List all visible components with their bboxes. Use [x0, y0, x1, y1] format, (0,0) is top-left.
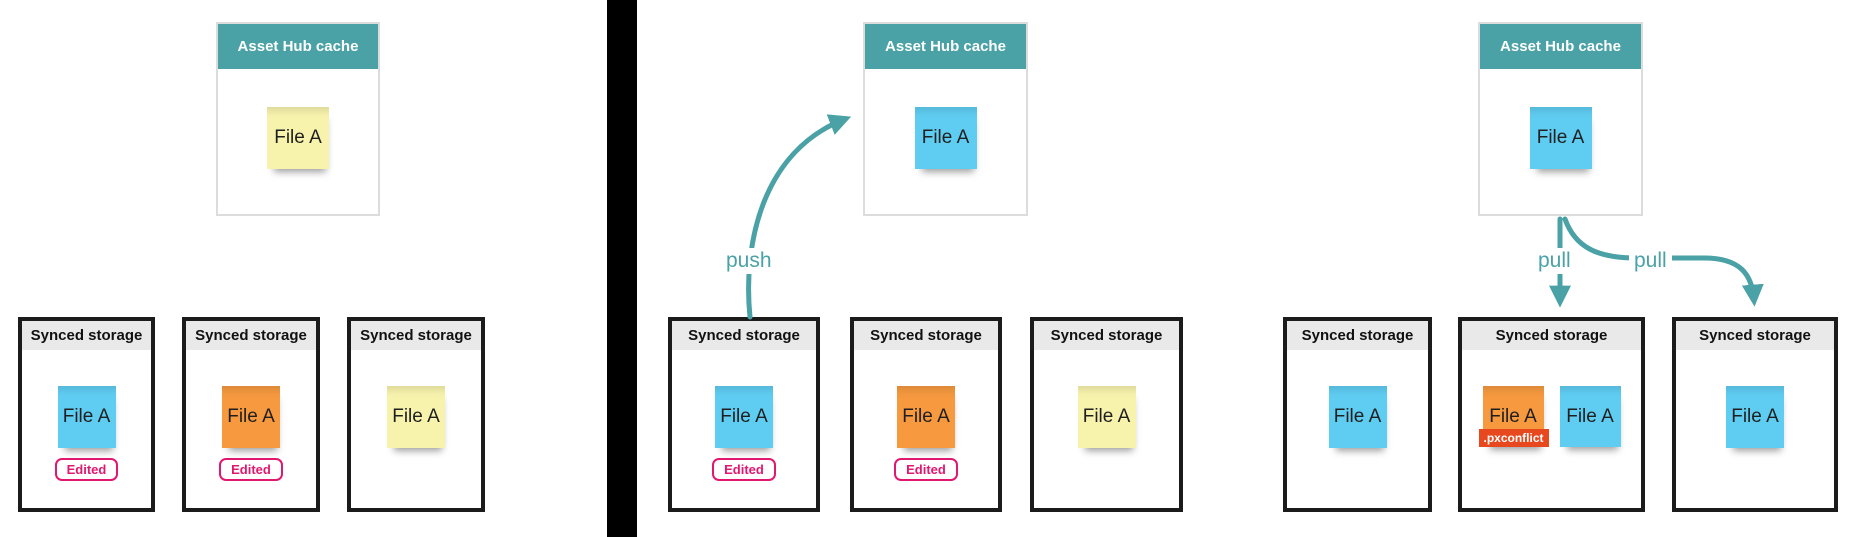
- storage-title: Synced storage: [1495, 327, 1608, 344]
- pxconflict-tag: .pxconflict: [1478, 429, 1549, 447]
- storage-header: Synced storage: [672, 321, 816, 350]
- storage-title: Synced storage: [1699, 327, 1811, 344]
- storage-title: Synced storage: [195, 327, 307, 344]
- sticky-note-file: File A: [387, 386, 445, 448]
- asset-hub-cache-box: Asset Hub cache File A: [863, 22, 1028, 216]
- storage-header: Synced storage: [854, 321, 998, 350]
- synced-storage-box: Synced storage File A Edited: [18, 317, 155, 512]
- storage-title: Synced storage: [870, 327, 982, 344]
- asset-hub-cache-box: Asset Hub cache File A: [1478, 22, 1643, 216]
- cache-body: File A: [1480, 69, 1641, 214]
- storage-title: Synced storage: [1301, 327, 1414, 344]
- synced-storage-box: Synced storage File A: [1672, 317, 1838, 512]
- storage-title: Synced storage: [360, 327, 472, 344]
- storage-header: Synced storage: [1034, 321, 1179, 350]
- synced-storage-box-conflict: Synced storage File A .pxconflict File A: [1458, 317, 1645, 512]
- cache-title: Asset Hub cache: [237, 38, 359, 55]
- cache-header: Asset Hub cache: [865, 24, 1026, 69]
- asset-hub-cache-box: Asset Hub cache File A: [216, 22, 380, 216]
- storage-body: File A .pxconflict File A: [1462, 350, 1641, 508]
- storage-body: File A: [1676, 350, 1834, 508]
- sticky-note-file: File A: [57, 386, 116, 448]
- cache-header: Asset Hub cache: [218, 24, 378, 69]
- synced-storage-box: Synced storage File A Edited: [182, 317, 320, 512]
- pull-arrow-label: pull: [1533, 248, 1576, 274]
- storage-body: File A Edited: [854, 350, 998, 508]
- synced-storage-box: Synced storage File A Edited: [850, 317, 1002, 512]
- synced-storage-box: Synced storage File A: [347, 317, 485, 512]
- sticky-note-file: File A: [1328, 386, 1387, 448]
- edited-badge: Edited: [54, 458, 119, 481]
- storage-body: File A: [351, 350, 481, 508]
- storage-header: Synced storage: [22, 321, 151, 350]
- conflict-note-pair: File A .pxconflict File A: [1478, 386, 1621, 447]
- sticky-note-file: File A: [1559, 386, 1621, 447]
- cache-body: File A: [218, 69, 378, 214]
- push-arrow: [746, 114, 852, 320]
- cache-body: File A: [865, 69, 1026, 214]
- cache-title: Asset Hub cache: [885, 38, 1006, 55]
- pull-arrow-label: pull: [1629, 248, 1672, 274]
- synced-storage-box: Synced storage File A: [1283, 317, 1432, 512]
- storage-title: Synced storage: [688, 327, 800, 344]
- cache-title: Asset Hub cache: [1500, 38, 1621, 55]
- storage-header: Synced storage: [1462, 321, 1641, 350]
- storage-title: Synced storage: [30, 327, 143, 344]
- edited-badge: Edited: [712, 458, 776, 481]
- synced-storage-box: Synced storage File A: [1030, 317, 1183, 512]
- storage-body: File A Edited: [22, 350, 151, 508]
- sticky-note-file: File A: [914, 107, 977, 169]
- conflict-note-wrap: File A .pxconflict: [1478, 386, 1549, 447]
- sticky-note-file: File A: [1077, 386, 1136, 448]
- panel-separator-bar: [607, 0, 637, 537]
- edited-badge: Edited: [894, 458, 958, 481]
- storage-body: File A: [1287, 350, 1428, 508]
- storage-header: Synced storage: [1287, 321, 1428, 350]
- sticky-note-file: File A: [897, 386, 955, 448]
- sticky-note-file: File A: [1529, 107, 1592, 169]
- storage-title: Synced storage: [1050, 327, 1163, 344]
- synced-storage-box: Synced storage File A Edited: [668, 317, 820, 512]
- storage-body: File A Edited: [186, 350, 316, 508]
- sticky-note-file: File A: [1726, 386, 1784, 448]
- sticky-note-file: File A: [222, 386, 280, 448]
- storage-header: Synced storage: [186, 321, 316, 350]
- sticky-note-file: File A: [267, 107, 329, 169]
- storage-body: File A Edited: [672, 350, 816, 508]
- storage-header: Synced storage: [1676, 321, 1834, 350]
- edited-badge: Edited: [219, 458, 283, 481]
- storage-body: File A: [1034, 350, 1179, 508]
- push-arrow-label: push: [721, 248, 777, 274]
- sticky-note-file: File A: [715, 386, 773, 448]
- storage-header: Synced storage: [351, 321, 481, 350]
- cache-header: Asset Hub cache: [1480, 24, 1641, 69]
